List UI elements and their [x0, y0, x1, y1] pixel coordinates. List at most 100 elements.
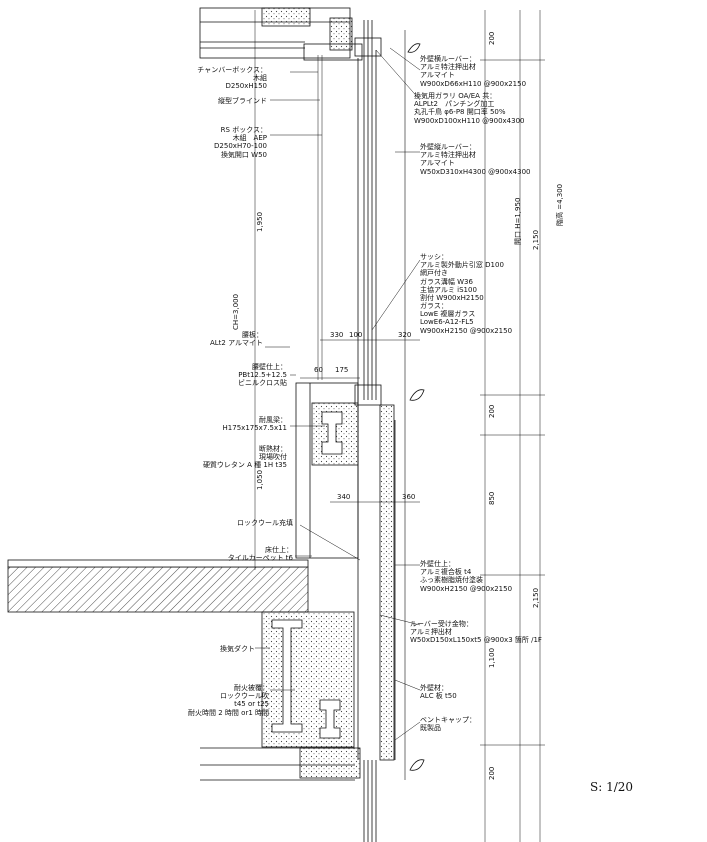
- label-outer-finish: 外壁仕上： アルミ複合板 t4 ふっ素樹脂焼付塗装 W900xH2150 @90…: [420, 560, 512, 593]
- label-line: ALPLt2 パンチング加工: [414, 100, 495, 109]
- leader-lines: [255, 47, 421, 741]
- label-outer-louver-h: 外壁横ルーバー： アルミ特注押出材 アルマイト W900xD66xH110 @9…: [420, 55, 526, 88]
- label-outer-wall: 外壁材： ALC 板 t50: [420, 684, 457, 700]
- label-floor-finish: 床仕上： タイルカーペット t6: [228, 546, 293, 562]
- label-chamber-box: チャンバーボックス： 木組 D250xH150: [197, 66, 267, 91]
- label-line: アルミ複合板 t4: [420, 568, 472, 577]
- label-line: タイルカーペット t6: [227, 554, 293, 563]
- dim-200-bottom: 200: [488, 766, 496, 780]
- label-line: 割付 W900xH2150: [420, 294, 484, 303]
- label-wind-beam: 耐風梁： H175x175x7.5x11: [223, 416, 287, 432]
- label-line: LowE6-A12-FL5: [420, 318, 474, 327]
- label-line: 主協アルミ iS100: [420, 285, 477, 294]
- label-line: アルミ特注押出材: [420, 63, 476, 72]
- label-line: W900xH2150 @900x2150: [420, 584, 513, 593]
- label-line: 換気ダクト: [220, 645, 255, 653]
- dim-340: 340: [337, 493, 351, 501]
- label-koshi-panel: 腰板： ALt2 アルマイト: [210, 331, 263, 347]
- label-line: アルミ特注押出材: [420, 151, 476, 160]
- label-koshi-finish: 腰壁仕上： PBt12.5+12.5 ビニルクロス貼: [238, 363, 287, 388]
- label-line: 腰板：: [242, 331, 263, 339]
- label-line: RS ボックス：: [220, 126, 267, 134]
- window-sash: [354, 20, 382, 406]
- label-fireproof: 耐火被覆： ロックウール吹 t45 or t25 耐火時間 2 時間 or1 時…: [188, 684, 269, 717]
- label-line: ベントキャップ：: [420, 716, 476, 724]
- dim-100: 100: [349, 331, 363, 339]
- label-line: 腰壁仕上：: [252, 363, 287, 371]
- scale-label: S: 1/20: [590, 780, 634, 794]
- label-insulation: 断熱材： 現場吹付 硬質ウレタン A 種 1H t35: [203, 445, 287, 470]
- label-line: D250xH150: [225, 82, 267, 91]
- label-line: ガラス：: [420, 302, 448, 310]
- label-glass: ガラス： LowE 複層ガラス LowE6-A12-FL5 W900xH2150…: [420, 302, 512, 335]
- label-line: 木組: [253, 74, 267, 83]
- dim-175: 175: [335, 366, 349, 374]
- label-sash: サッシ： アルミ製外動片引窓 D100 網戸付き ガラス溝幅 W36 主協アルミ…: [420, 253, 504, 302]
- label-line: 外壁材：: [420, 684, 448, 692]
- dim-330: 330: [330, 331, 344, 339]
- label-vent-gallery: 換気用ガラリ OA/EA 共： ALPLt2 パンチング加工 丸孔千鳥 φ6-P…: [414, 92, 525, 125]
- label-line: ルーバー受け金物：: [410, 620, 473, 628]
- label-line: 断熱材：: [259, 445, 287, 453]
- label-line: PBt12.5+12.5: [238, 371, 287, 380]
- label-line: 耐火被覆：: [234, 684, 269, 692]
- upper-slab: [199, 7, 363, 61]
- label-line: ふっ素樹脂焼付塗装: [420, 576, 483, 585]
- label-line: 硬質ウレタン A 種 1H t35: [202, 461, 287, 470]
- label-line: D250xH70-100: [214, 142, 267, 151]
- dim-360: 360: [402, 493, 416, 501]
- label-line: 外壁縦ルーバー：: [420, 143, 476, 151]
- label-line: アルミ製外動片引窓 D100: [420, 261, 504, 270]
- label-rockwool: ロックウール充填: [237, 519, 293, 527]
- label-line: 外壁仕上：: [420, 560, 455, 568]
- label-line: 換気開口 W50: [220, 150, 267, 159]
- dim-kaidaka: 階高 =4,300: [556, 183, 564, 226]
- label-line: アルマイト: [420, 71, 455, 80]
- label-line: 耐風梁：: [259, 416, 287, 424]
- label-line: W900xH2150 @900x2150: [420, 326, 513, 335]
- dim-1100: 1,100: [488, 647, 496, 668]
- label-line: 木組 AEP: [232, 134, 267, 143]
- steel-beam: [261, 611, 355, 748]
- dimension-lines: [254, 10, 545, 842]
- label-line: W900xD100xH110 @900x4300: [414, 116, 525, 125]
- louver-fins: [407, 43, 425, 771]
- label-line: 現場吹付: [259, 453, 287, 462]
- label-line: 床仕上：: [265, 546, 293, 554]
- label-line: 丸孔千鳥 φ6-P8 開口率 50%: [414, 108, 506, 117]
- label-line: サッシ：: [420, 253, 448, 261]
- dim-320: 320: [398, 331, 412, 339]
- lower-slab: [200, 747, 377, 842]
- label-line: ALt2 アルマイト: [209, 339, 263, 348]
- dim-kaiko: 開口 H=1,950: [514, 197, 522, 245]
- label-line: t45 or t25: [234, 700, 269, 709]
- label-line: 換気用ガラリ OA/EA 共：: [414, 92, 497, 100]
- label-outer-louver-v: 外壁縦ルーバー： アルミ特注押出材 アルマイト W50xD310xH4300 @…: [420, 143, 531, 176]
- dim-200-mid: 200: [488, 404, 496, 418]
- label-line: ビニルクロス貼: [238, 379, 287, 388]
- dim-1950: 1,950: [256, 211, 264, 232]
- label-line: ガラス溝幅 W36: [420, 277, 473, 286]
- label-line: ALC 板 t50: [420, 692, 457, 701]
- label-line: 外壁横ルーバー：: [420, 55, 476, 63]
- label-line: アルマイト: [420, 159, 455, 168]
- dim-60: 60: [314, 366, 323, 374]
- label-line: ロックウール充填: [237, 519, 293, 527]
- label-line: アルミ押出材: [410, 628, 452, 637]
- label-line: 既製品: [420, 724, 441, 733]
- label-line: チャンバーボックス：: [197, 66, 267, 74]
- dim-200-top: 200: [488, 31, 496, 45]
- label-line: 耐火時間 2 時間 or1 時間: [188, 708, 269, 717]
- label-line: 網戸付き: [420, 269, 448, 278]
- label-line: W50xD150xL150xt5 @900x3 箇所 /1F: [410, 636, 542, 645]
- label-vent-cap: ベントキャップ： 既製品: [420, 716, 476, 732]
- label-line: W900xD66xH110 @900x2150: [420, 79, 527, 88]
- dim-2150-upper: 2,150: [532, 229, 540, 250]
- floor-slab: [7, 559, 309, 613]
- label-line: 縦型ブラインド: [218, 97, 267, 105]
- label-rs-box: RS ボックス： 木組 AEP D250xH70-100 換気開口 W50: [214, 126, 267, 159]
- label-louver-bracket: ルーバー受け金物： アルミ押出材 W50xD150xL150xt5 @900x3…: [410, 620, 542, 645]
- spandrel-wall: [295, 382, 396, 761]
- dim-2150-lower: 2,150: [532, 587, 540, 608]
